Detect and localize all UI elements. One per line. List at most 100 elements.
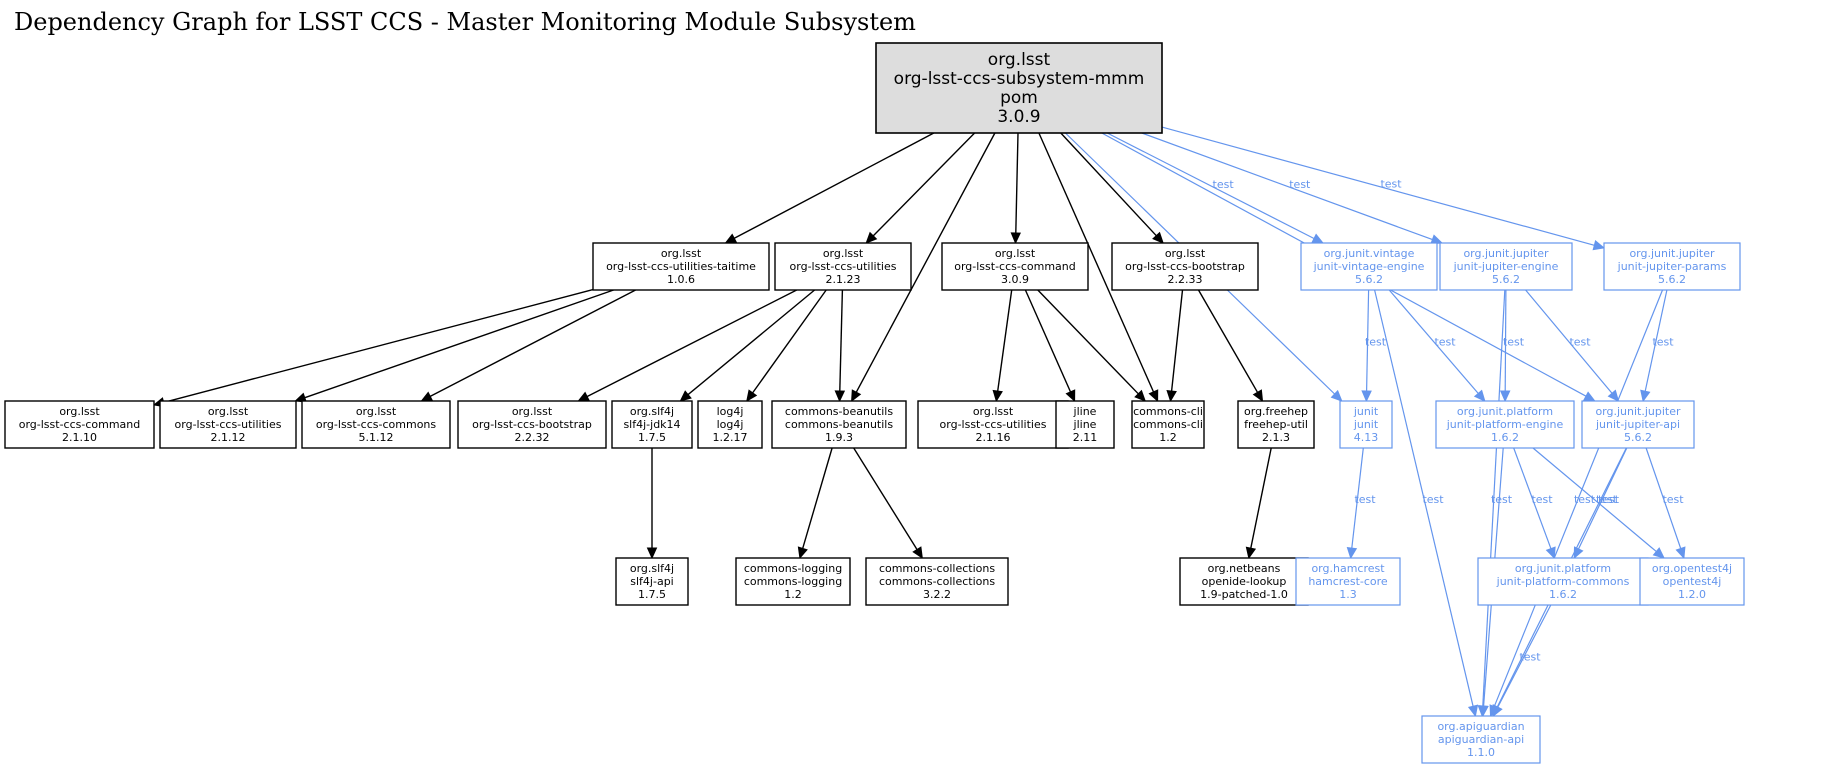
edge-line [1504, 289, 1507, 392]
edge-freehep-to-openide [1245, 447, 1272, 560]
edge-line [1493, 289, 1664, 707]
node-label-line: 3.0.9 [997, 107, 1040, 127]
node-label-line: freehep-util [1244, 418, 1308, 431]
node-box [457, 400, 607, 449]
edge-arrowhead [679, 390, 692, 402]
edge-vintage-to-platformengine: test [1388, 289, 1486, 402]
edge-root-to-bootstrap2233 [1060, 132, 1164, 244]
node-label-line: 1.2.17 [713, 431, 748, 444]
node-label-line: org.opentest4j [1652, 562, 1732, 575]
edge-taitime-to-command2110 [152, 288, 594, 408]
edge-line [839, 289, 844, 392]
node-box [1439, 242, 1573, 291]
edge-arrowhead [420, 391, 434, 402]
node-label-line: org.apiguardian [1437, 720, 1524, 733]
edge-line [1577, 447, 1628, 550]
edge-line [1038, 132, 1155, 393]
node-label-line: pom [1000, 88, 1038, 108]
node-box [611, 400, 693, 449]
edge-arrowhead [1499, 390, 1511, 403]
node-label-line: org.junit.jupiter [1595, 405, 1681, 418]
node-label-line: 1.9-patched-1.0 [1200, 588, 1288, 601]
node-openide: org.netbeansopenide-lookup1.9-patched-1.… [1179, 557, 1309, 606]
edge-jupiterengine-to-platformengine: test [1499, 289, 1525, 403]
edge-line [1015, 132, 1019, 234]
node-label-line: 2.1.16 [976, 431, 1011, 444]
node-label-line: org.freehep [1244, 405, 1308, 418]
edge-bootstrap2233-to-freehep [1197, 289, 1264, 403]
edge-bootstrap2233-to-commonscli [1166, 289, 1184, 403]
node-label-line: org-lsst-ccs-utilities-taitime [606, 260, 756, 273]
edge-arrowhead [1478, 705, 1489, 718]
edge-arrowhead [1652, 547, 1665, 559]
node-label-line: org.lsst [208, 405, 249, 418]
edge-label: test [1213, 178, 1235, 191]
edge-arrowhead [1592, 240, 1606, 251]
edge-label: test [1574, 493, 1596, 506]
edge-label: test [1434, 336, 1456, 349]
node-label-line: commons-logging [744, 575, 842, 588]
edge-utilities2123-to-log4j [746, 289, 827, 402]
edge-arrowhead [1152, 231, 1164, 244]
edge-line [872, 132, 976, 237]
node-label-line: 4.13 [1354, 431, 1379, 444]
node-label-line: openide-lookup [1202, 575, 1287, 588]
edge-arrowhead [1065, 389, 1076, 403]
node-label-line: junit [1353, 418, 1379, 431]
node-box [1339, 400, 1393, 449]
edge-line [1482, 289, 1506, 707]
node-label-line: 1.7.5 [638, 431, 666, 444]
node-box [917, 400, 1069, 449]
edge-label: test [1531, 493, 1553, 506]
edge-utilities2123-to-bootstrap2232 [577, 289, 798, 402]
node-label-line: hamcrest-core [1308, 575, 1388, 588]
edge-label: test [1365, 336, 1387, 349]
node-box [1477, 557, 1649, 606]
edge-arrowhead [294, 392, 308, 403]
edge-label: test [1662, 493, 1684, 506]
node-label-line: 5.1.12 [359, 431, 394, 444]
node-label-line: 1.7.5 [638, 588, 666, 601]
node-label-line: 1.2.0 [1678, 588, 1706, 601]
edge-line [752, 289, 827, 394]
node-box [1581, 400, 1695, 449]
node-label-line: 1.3 [1339, 588, 1357, 601]
edge-line [1525, 289, 1613, 394]
node-label-line: 5.6.2 [1355, 273, 1383, 286]
edge-arrowhead [1675, 546, 1686, 560]
node-label-line: org.lsst [59, 405, 100, 418]
node-box [735, 557, 851, 606]
edge-arrowhead [797, 546, 808, 560]
edge-arrowhead [1473, 389, 1486, 402]
edge-line [853, 447, 918, 550]
node-label-line: commons-beanutils [785, 405, 893, 418]
edge-label: test [1596, 493, 1618, 506]
edge-arrowhead [851, 389, 862, 403]
edge-command309-to-commonscli [1037, 289, 1147, 402]
node-label-line: 5.6.2 [1492, 273, 1520, 286]
edge-jupiterparams-to-jupiterapi: test [1640, 289, 1674, 403]
node-label-line: junit-platform-engine [1446, 418, 1564, 431]
edge-arrowhead [746, 389, 758, 402]
node-label-line: org.lsst [995, 247, 1036, 260]
edge-command309-to-jline [1024, 289, 1076, 403]
node-label-line: org.hamcrest [1311, 562, 1385, 575]
edge-line [1374, 289, 1474, 707]
edge-arrowhead [1330, 389, 1343, 402]
node-label-line: 5.6.2 [1658, 273, 1686, 286]
edge-line [1037, 289, 1139, 395]
node-jupiterparams: org.junit.jupiterjunit-jupiter-params5.6… [1603, 242, 1741, 291]
edge-beanutils-to-collections [853, 447, 923, 560]
edge-arrowhead [1166, 390, 1177, 403]
node-box [941, 242, 1089, 291]
node-label-line: 1.2 [1159, 431, 1177, 444]
